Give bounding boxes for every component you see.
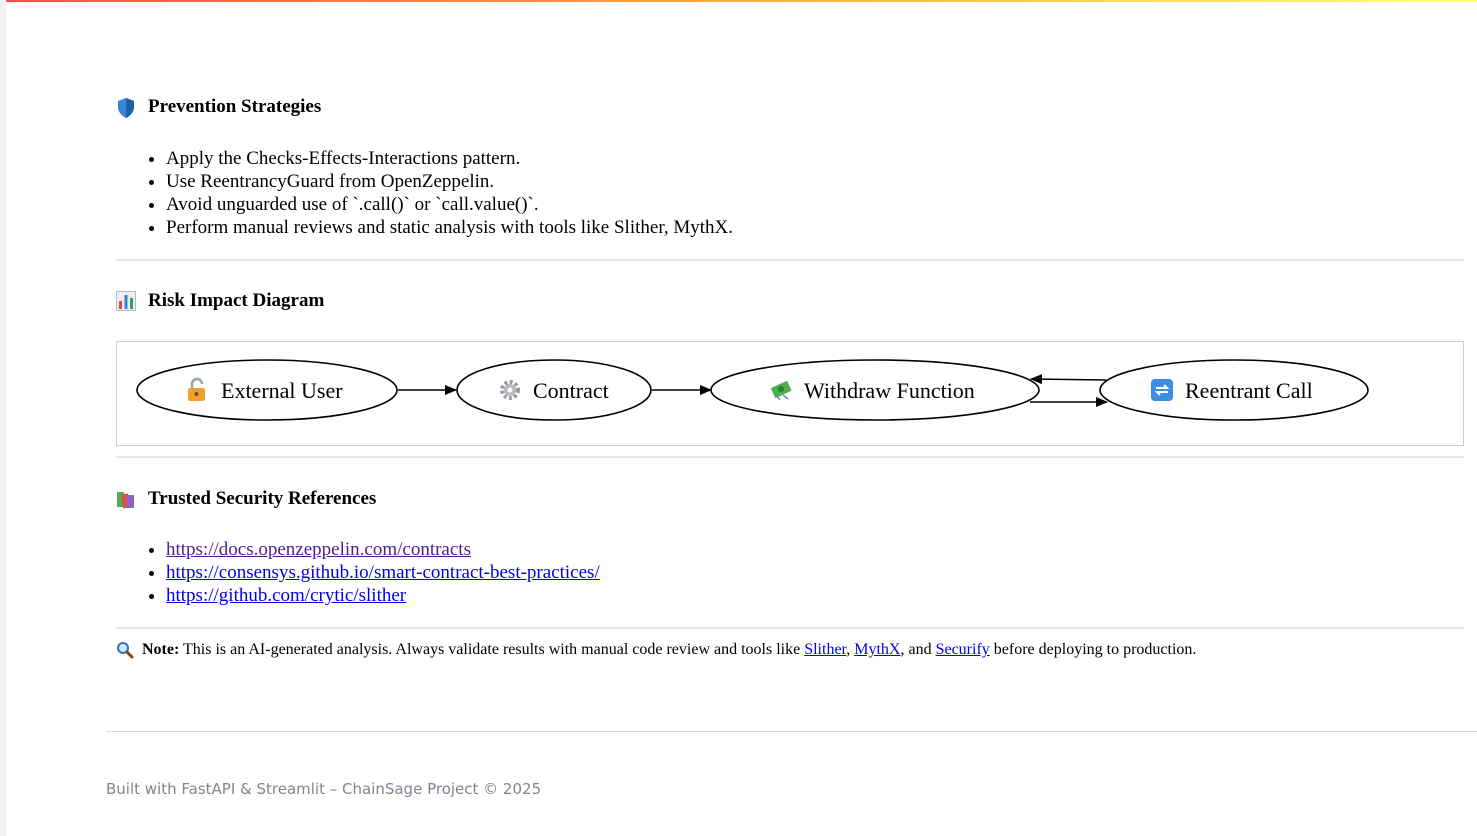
list-item: https://consensys.github.io/smart-contra… bbox=[166, 561, 600, 584]
unlocked-padlock-icon bbox=[188, 377, 205, 401]
note-separator: , and bbox=[900, 641, 932, 658]
repeat-arrows-icon bbox=[1151, 379, 1173, 401]
money-flying-icon bbox=[771, 380, 792, 401]
bar-chart-icon bbox=[116, 291, 136, 311]
list-item: Apply the Checks-Effects-Interactions pa… bbox=[166, 147, 733, 170]
edge-reentrant-to-withdraw bbox=[1030, 374, 1107, 385]
note-label: Note: bbox=[142, 641, 180, 658]
list-item: Perform manual reviews and static analys… bbox=[166, 216, 733, 239]
references-list: https://docs.openzeppelin.com/contracts … bbox=[116, 538, 600, 607]
note-text: This is an AI-generated analysis. Always… bbox=[183, 641, 801, 658]
disclaimer-note: Note: This is an AI-generated analysis. … bbox=[116, 641, 1196, 659]
note-separator: , bbox=[846, 641, 851, 658]
references-heading: Trusted Security References bbox=[116, 488, 376, 510]
note-text-end: before deploying to production. bbox=[993, 641, 1197, 658]
shield-icon bbox=[116, 97, 136, 118]
section-divider bbox=[116, 259, 1464, 261]
node-withdraw-function: Withdraw Function bbox=[710, 359, 1040, 421]
left-edge bbox=[0, 0, 6, 836]
node-label: Withdraw Function bbox=[804, 378, 975, 403]
risk-diagram-title: Risk Impact Diagram bbox=[148, 290, 325, 311]
prevention-heading: Prevention Strategies bbox=[116, 96, 321, 118]
node-label: External User bbox=[221, 378, 343, 403]
references-title: Trusted Security References bbox=[148, 488, 377, 509]
magnifier-icon bbox=[116, 641, 134, 659]
list-item: https://github.com/crytic/slither bbox=[166, 584, 600, 607]
risk-diagram-heading: Risk Impact Diagram bbox=[116, 290, 324, 312]
slither-link[interactable]: Slither bbox=[804, 641, 847, 658]
books-icon bbox=[116, 489, 136, 509]
reference-link-openzeppelin[interactable]: https://docs.openzeppelin.com/contracts bbox=[166, 539, 471, 560]
node-label: Reentrant Call bbox=[1185, 378, 1313, 403]
section-divider bbox=[116, 456, 1464, 458]
list-item: https://docs.openzeppelin.com/contracts bbox=[166, 538, 600, 561]
node-label: Contract bbox=[533, 378, 609, 403]
footer-text: Built with FastAPI & Streamlit – ChainSa… bbox=[106, 780, 542, 798]
node-reentrant-call: Reentrant Call bbox=[1099, 359, 1369, 421]
securify-link[interactable]: Securify bbox=[935, 641, 990, 658]
footer-divider bbox=[106, 731, 1477, 732]
prevention-title: Prevention Strategies bbox=[148, 96, 322, 117]
gear-icon bbox=[500, 380, 520, 400]
reference-link-consensys[interactable]: https://consensys.github.io/smart-contra… bbox=[166, 562, 600, 583]
list-item: Avoid unguarded use of `.call()` or `cal… bbox=[166, 193, 733, 216]
top-decoration-bar bbox=[0, 0, 1477, 2]
reference-link-slither[interactable]: https://github.com/crytic/slither bbox=[166, 585, 407, 606]
mythx-link[interactable]: MythX bbox=[854, 641, 901, 658]
risk-diagram: External User Contract bbox=[116, 341, 1464, 446]
node-contract: Contract bbox=[456, 359, 652, 421]
section-divider bbox=[116, 627, 1464, 629]
prevention-list: Apply the Checks-Effects-Interactions pa… bbox=[116, 147, 733, 239]
list-item: Use ReentrancyGuard from OpenZeppelin. bbox=[166, 170, 733, 193]
node-external-user: External User bbox=[136, 359, 398, 421]
